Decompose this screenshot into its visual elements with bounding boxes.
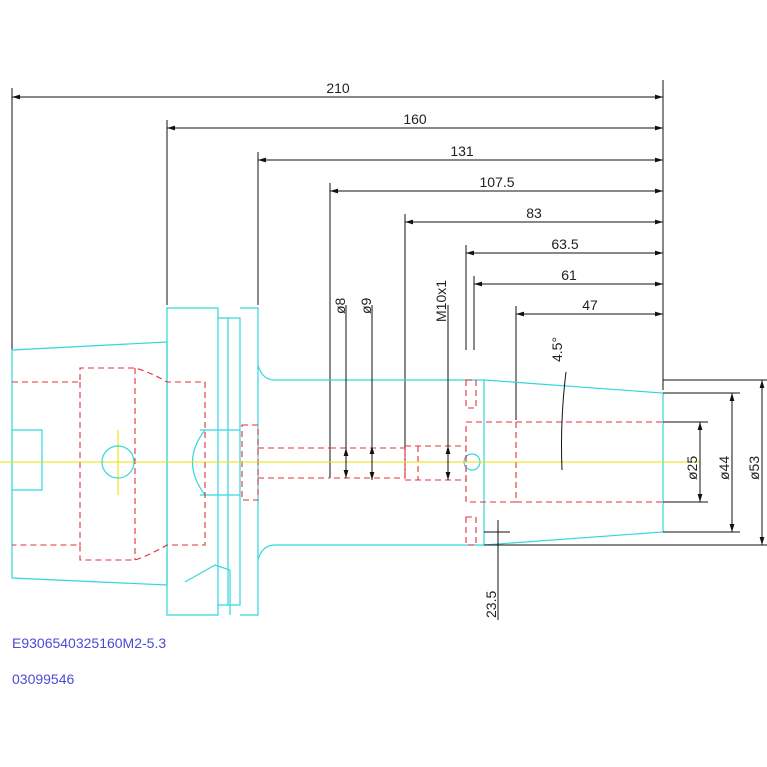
dim-d44: ø44 (716, 456, 732, 480)
dim-47: 47 (582, 297, 598, 313)
dim-d8: ø8 (332, 297, 348, 314)
centerlines (0, 430, 700, 495)
dim-83: 83 (526, 205, 542, 221)
dim-angle: 4.5° (549, 337, 565, 362)
dim-210: 210 (326, 80, 350, 96)
dim-d25: ø25 (684, 456, 700, 480)
hidden-lines (12, 367, 663, 561)
serial-number: 03099546 (12, 671, 75, 687)
length-dimensions: 210 160 131 107.5 83 63.5 61 47 (11, 80, 664, 478)
dim-63-5: 63.5 (551, 236, 578, 252)
dim-23-5: 23.5 (483, 591, 499, 618)
diameter-dimensions: ø8 ø9 M10x1 ø25 ø44 ø53 4.5° 23.5 (332, 280, 767, 620)
dim-61: 61 (561, 267, 577, 283)
dim-d9: ø9 (358, 297, 374, 314)
dim-d53: ø53 (746, 456, 762, 480)
dim-107-5: 107.5 (479, 174, 514, 190)
part-code: E9306540325160M2-5.3 (12, 635, 166, 651)
dim-131: 131 (450, 143, 474, 159)
dim-160: 160 (403, 111, 427, 127)
dim-m10: M10x1 (433, 280, 449, 322)
